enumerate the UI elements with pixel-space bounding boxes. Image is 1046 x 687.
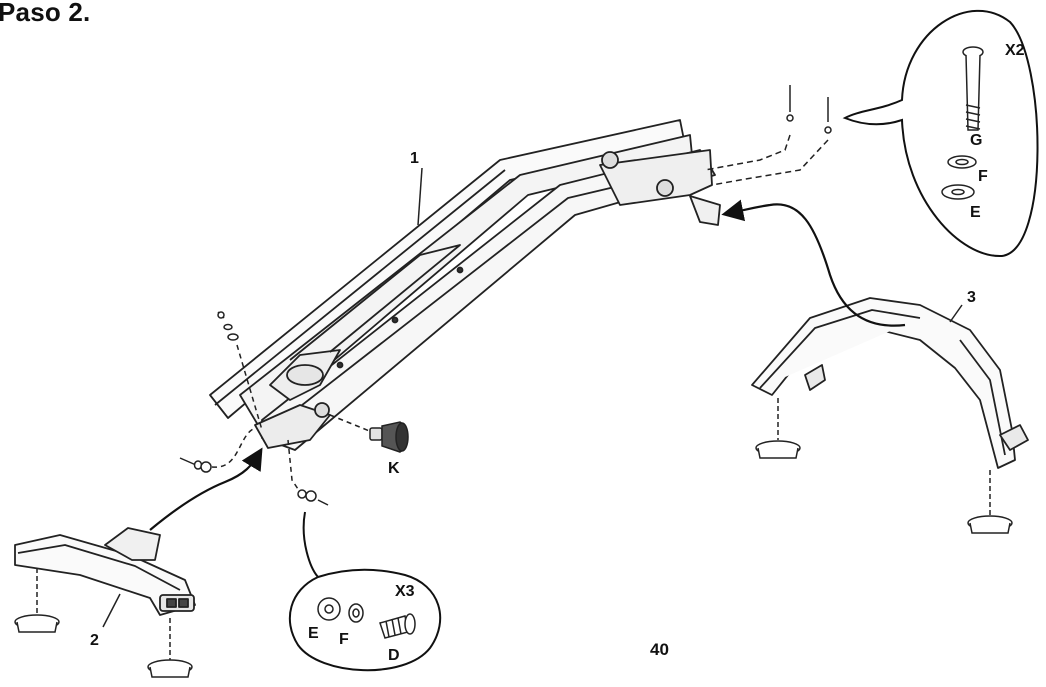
detail-bolt-g [962, 46, 984, 131]
rear-stabilizer [751, 297, 1029, 469]
bottom-detail-callout [288, 511, 442, 672]
step-title: Paso 2. [0, 0, 91, 27]
knob-k [329, 414, 409, 453]
bottom-detail-label-d: D [388, 647, 400, 664]
rear-feet [755, 398, 1013, 534]
front-feet [14, 568, 193, 678]
arrow-rear-stabilizer [721, 199, 906, 327]
detail-washers [941, 155, 977, 200]
main-frame [209, 119, 721, 451]
bottom-detail-label-f: F [339, 631, 349, 648]
top-detail-label-g: G [970, 132, 982, 149]
front-stabilizer [14, 527, 196, 616]
frame-label: 1 [410, 150, 419, 167]
rear-stabilizer-label: 3 [967, 289, 976, 306]
detail-bottom-washers [317, 597, 364, 623]
top-detail-label-e: E [970, 204, 981, 221]
top-detail-callout [842, 9, 1039, 258]
arrow-front-stabilizer [149, 447, 263, 531]
top-detail-quantity: X2 [1005, 42, 1025, 59]
front-top-bolt [217, 311, 263, 431]
front-bottom-bolt [287, 439, 329, 506]
knob-label: K [388, 460, 400, 477]
front-side-bolt [179, 427, 256, 473]
page-number: 40 [650, 640, 669, 659]
rear-bolts [704, 85, 832, 186]
bottom-detail-label-e: E [308, 625, 319, 642]
detail-bolt-d [379, 613, 416, 639]
bottom-detail-quantity: X3 [395, 583, 415, 600]
front-stabilizer-label: 2 [90, 632, 99, 649]
top-detail-label-f: F [978, 168, 988, 185]
